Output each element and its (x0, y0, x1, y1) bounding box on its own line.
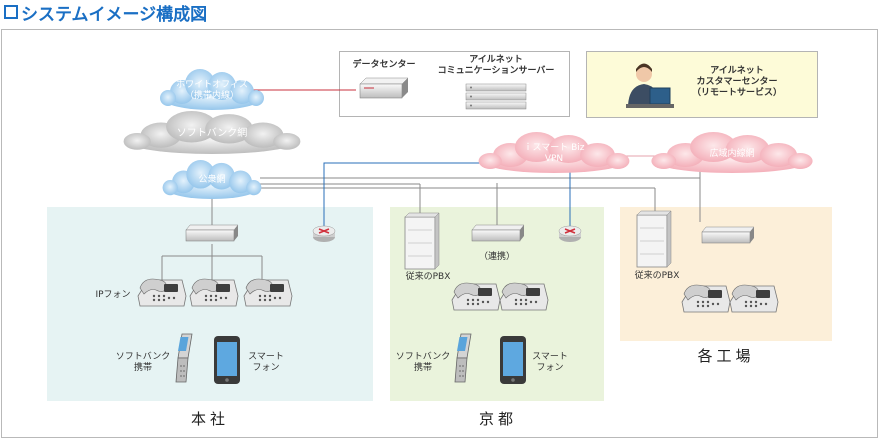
pbx-icon (404, 212, 440, 270)
desk-phone-icon (451, 282, 501, 311)
cloud-white-office-label: ホワイトオフィス （携帯内線） (176, 80, 248, 101)
operator-icon (626, 63, 674, 108)
switch-icon (471, 224, 525, 242)
switch-icon (185, 224, 239, 242)
link-label: （連携） (478, 252, 515, 262)
pbx-label: 従来のPBX (634, 271, 680, 281)
desk-phone-icon (729, 284, 779, 313)
router-icon (558, 225, 582, 243)
page-title: システムイメージ構成図 (4, 0, 208, 25)
cloud-public-label: 公衆網 (198, 175, 226, 185)
square-icon (4, 5, 18, 19)
smartphone-label: スマート フォン (532, 352, 568, 373)
pbx-label: 従来のPBX (405, 272, 451, 282)
router-icon (312, 225, 336, 243)
site-name-honsha: 本社 (190, 410, 229, 428)
softbank-phone-label: ソフトバンク 携帯 (115, 352, 171, 373)
customer-center-label: アイルネット カスタマーセンター （リモートサービス） (691, 66, 782, 98)
pbx-icon (636, 210, 672, 268)
flip-phone-icon (175, 333, 193, 383)
vpn-links (323, 162, 571, 228)
desk-phone-icon (681, 284, 731, 313)
ip-phone-label: IPフォン (95, 290, 131, 300)
page-title-text: システムイメージ構成図 (21, 4, 208, 25)
site-name-factories: 各工場 (697, 347, 755, 365)
smartphone-icon (214, 336, 240, 384)
cloud-wide-area-label: 広域内線網 (709, 149, 755, 159)
flip-phone-icon (454, 333, 472, 383)
site-name-kyoto: 京都 (478, 410, 517, 428)
comm-server-icon (465, 83, 527, 110)
ip-phone-icon (243, 278, 293, 307)
desk-phone-icon (499, 282, 549, 311)
cloud-smartbiz-label: ｉスマート Biz VPN (523, 143, 585, 164)
datacenter-label: データセンター (352, 60, 416, 70)
smartphone-label: スマート フォン (248, 352, 284, 373)
datacenter-server-icon (359, 77, 409, 99)
smartphone-icon (500, 336, 526, 384)
ip-phone-icon (137, 278, 187, 307)
softbank-phone-label: ソフトバンク 携帯 (395, 352, 451, 373)
comm-server-label: アイルネット コミュニケーションサーバー (437, 55, 555, 76)
switch-icon (701, 226, 755, 244)
diagram-frame (1, 29, 878, 438)
customer-center-box (586, 51, 818, 118)
cloud-softbank-label: ソフトバンク網 (176, 128, 248, 139)
ip-phone-icon (189, 278, 239, 307)
